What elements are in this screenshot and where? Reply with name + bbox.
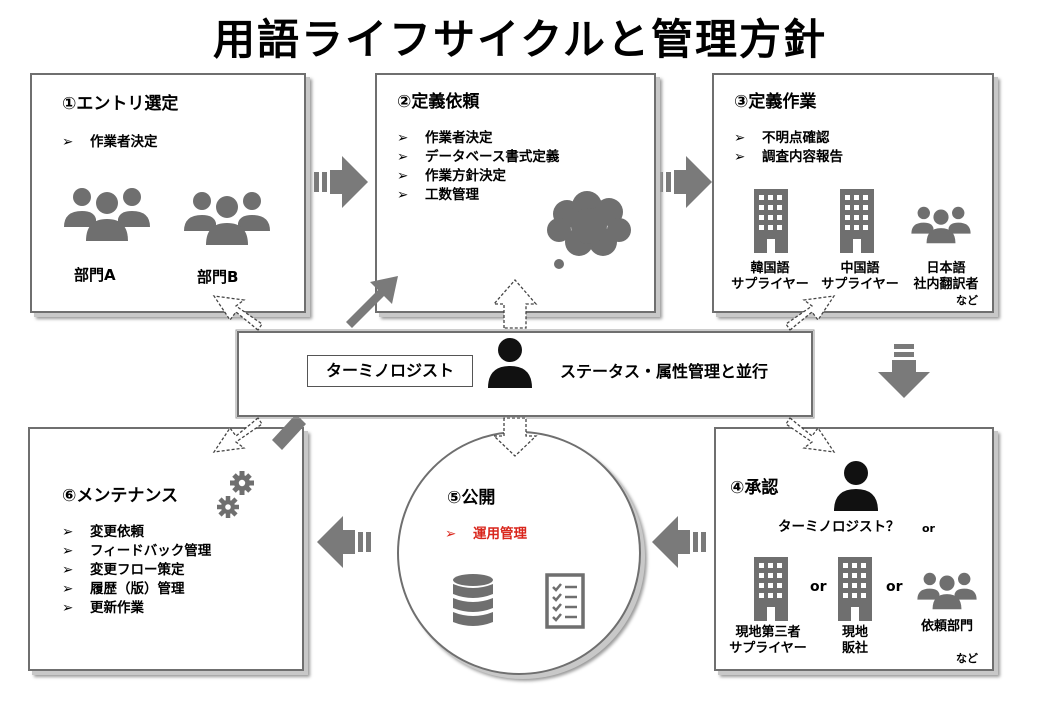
- step-4-box: ④承認 ターミノロジスト？ or or or 現地第三者 サプライヤー 現地 販…: [714, 427, 994, 671]
- supplier-korean-label: 韓国語 サプライヤー: [731, 261, 809, 292]
- step-5-circle: ⑤公開 ➢運用管理: [397, 431, 641, 675]
- list-item: ➢変更フロー策定: [62, 562, 185, 578]
- arrow-4-to-5: [652, 516, 706, 568]
- step-4-heading: ④承認: [730, 478, 779, 498]
- step-6-list: ➢変更依頼 ➢フィードバック管理 ➢変更フロー策定 ➢履歴（版）管理 ➢更新作業: [60, 523, 211, 618]
- center-person-icon: [488, 338, 532, 388]
- list-item: ➢フィードバック管理: [62, 543, 212, 559]
- list-item: ➢作業者決定: [62, 134, 158, 150]
- list-item: ➢作業者決定: [397, 130, 493, 146]
- approver-label: ターミノロジスト？: [778, 519, 900, 535]
- step-3-list: ➢不明点確認 ➢調査内容報告: [732, 129, 843, 167]
- step-2-box: ②定義依頼 ➢作業者決定 ➢データベース書式定義 ➢作業方針決定 ➢工数管理: [375, 73, 656, 313]
- local-supplier-label: 現地第三者 サプライヤー: [729, 625, 807, 656]
- dashed-arrows: [212, 279, 836, 457]
- list-item: ➢履歴（版）管理: [62, 581, 185, 597]
- dept-a-label: 部門A: [74, 266, 116, 284]
- gears-icon: [217, 471, 254, 518]
- step-1-heading: ①エントリ選定: [62, 94, 179, 114]
- step-3-heading: ③定義作業: [734, 92, 817, 112]
- thought-cloud-icon: [547, 191, 631, 269]
- building-icon: [754, 557, 788, 621]
- arrow-center-to-step2: [346, 276, 398, 328]
- step-1-box: ①エントリ選定 ➢作業者決定 部門A 部門B: [30, 73, 306, 313]
- list-item: ➢不明点確認: [734, 130, 830, 146]
- group-icon: [917, 572, 977, 610]
- list-item: ➢データベース書式定義: [397, 149, 560, 165]
- terminologist-label: ターミノロジスト: [307, 355, 473, 387]
- etc-label: など: [956, 652, 978, 665]
- list-item: ➢工数管理: [397, 187, 479, 203]
- or-label: or: [922, 522, 935, 535]
- arrow-step6-to-center: [272, 414, 306, 450]
- step-2-heading: ②定義依頼: [397, 92, 480, 112]
- step-5-list: ➢運用管理: [443, 525, 527, 544]
- list-item: ➢更新作業: [62, 600, 144, 616]
- database-icon: [453, 574, 493, 626]
- building-icon: [840, 189, 874, 253]
- bullet-arrow-icon: ➢: [62, 134, 74, 150]
- local-sales-label: 現地 販社: [841, 625, 868, 656]
- building-icon: [754, 189, 788, 253]
- list-item: ➢作業方針決定: [397, 168, 506, 184]
- status-management-label: ステータス・属性管理と並行: [560, 362, 769, 381]
- or-label: or: [810, 579, 827, 595]
- checklist-icon: [545, 573, 585, 629]
- arrow-5-to-6: [317, 516, 371, 568]
- group-icon: [184, 192, 270, 245]
- arrow-3-to-4: [878, 344, 930, 398]
- step-3-box: ③定義作業 ➢不明点確認 ➢調査内容報告 韓国語 サプライヤー 中国語 サプライ…: [712, 73, 994, 313]
- step-2-list: ➢作業者決定 ➢データベース書式定義 ➢作業方針決定 ➢工数管理: [395, 129, 559, 205]
- or-label: or: [886, 579, 903, 595]
- group-icon: [911, 206, 971, 244]
- step-5-heading: ⑤公開: [447, 488, 496, 508]
- list-item: ➢調査内容報告: [734, 149, 843, 165]
- step-6-box: ⑥メンテナンス ➢変更依頼 ➢フィードバック管理 ➢変更フロー策定 ➢履歴（版）…: [28, 427, 304, 671]
- list-item: ➢変更依頼: [62, 524, 144, 540]
- dept-b-label: 部門B: [197, 268, 239, 286]
- supplier-chinese-label: 中国語 サプライヤー: [821, 261, 899, 292]
- group-icon: [64, 188, 150, 241]
- step-1-list: ➢作業者決定: [60, 133, 158, 152]
- building-icon: [838, 557, 872, 621]
- diagram-title: 用語ライフサイクルと管理方針: [213, 15, 827, 64]
- requesting-dept-label: 依頼部門: [920, 619, 973, 634]
- etc-label: など: [956, 294, 978, 307]
- arrow-1-to-2: [314, 156, 368, 208]
- step-6-heading: ⑥メンテナンス: [62, 486, 179, 506]
- translator-japanese-label: 日本語 社内翻訳者: [913, 261, 979, 292]
- person-icon: [834, 461, 878, 511]
- list-item: ➢運用管理: [445, 526, 527, 542]
- arrow-2-to-3: [658, 156, 712, 208]
